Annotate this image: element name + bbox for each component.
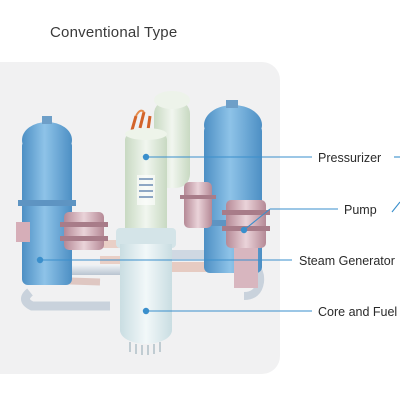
leader-steam-generator: [36, 256, 292, 264]
leader-core-and-fuel: [142, 307, 312, 315]
label-core-and-fuel: Core and Fuel: [318, 305, 398, 319]
leader-pressurizer: [142, 153, 400, 161]
center-column-upper: [125, 128, 167, 234]
label-steam-generator: Steam Generator: [299, 254, 395, 268]
label-pump: Pump: [344, 203, 377, 217]
pump-left: [60, 212, 108, 250]
leader-pump: [240, 201, 400, 234]
control-rod-drives: [130, 109, 152, 131]
reactor-pressure-vessel: [116, 228, 176, 355]
label-pressurizer: Pressurizer: [318, 151, 382, 165]
diagram-title: Conventional Type: [50, 24, 178, 41]
pump-center: [180, 182, 216, 228]
steam-generator-left: [16, 116, 76, 285]
